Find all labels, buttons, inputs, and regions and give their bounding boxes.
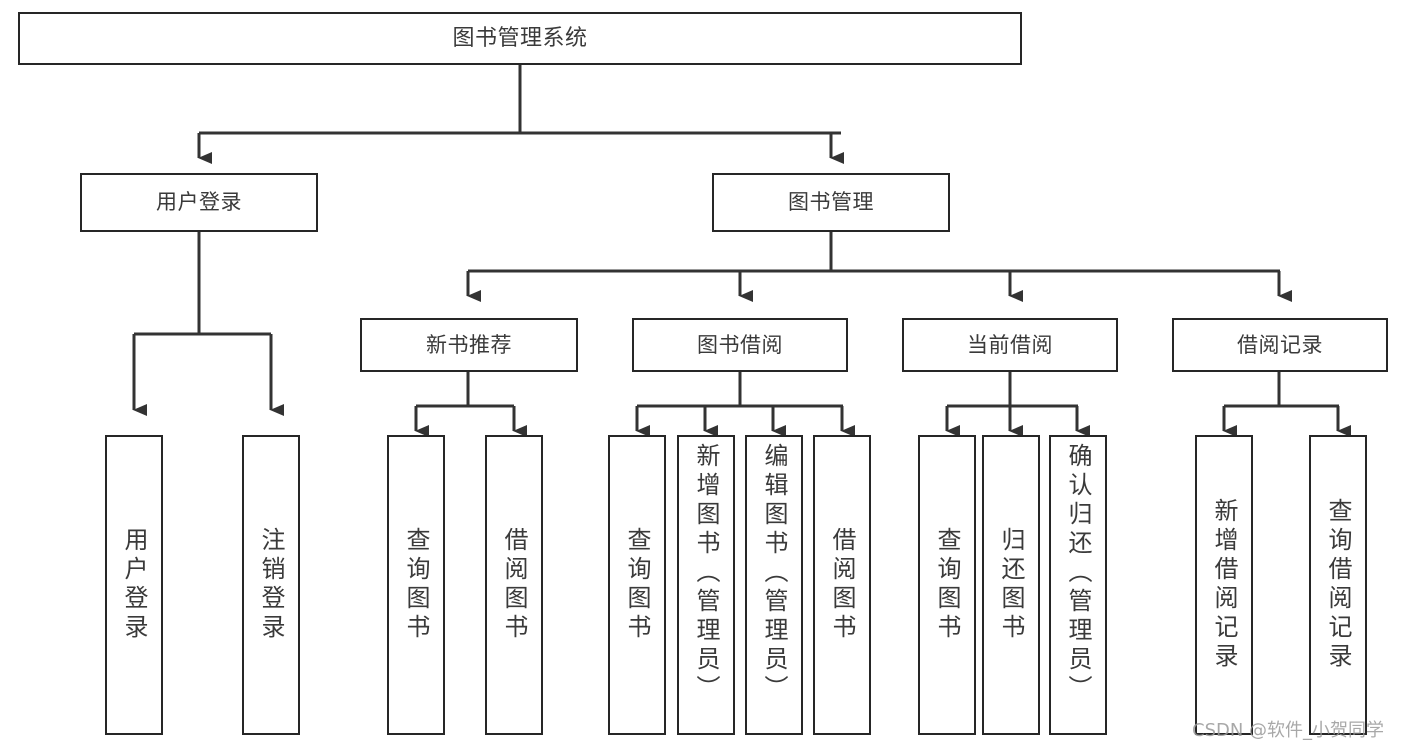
leaf-borrow-add-book[interactable]: 新增图书（管理员） (677, 435, 735, 735)
node-current-borrow[interactable]: 当前借阅 (902, 318, 1118, 372)
node-label: 注销登录 (257, 527, 285, 643)
node-book-management[interactable]: 图书管理 (712, 173, 950, 232)
node-label: 借阅图书 (828, 527, 856, 643)
leaf-user-logout[interactable]: 注销登录 (242, 435, 300, 735)
leaf-current-return-book[interactable]: 归还图书 (982, 435, 1040, 735)
leaf-current-query-book[interactable]: 查询图书 (918, 435, 976, 735)
node-label: 新书推荐 (426, 332, 512, 357)
leaf-recommend-query-book[interactable]: 查询图书 (387, 435, 445, 735)
node-label: 图书借阅 (697, 332, 783, 357)
node-label: 确认归还（管理员） (1064, 443, 1092, 704)
node-label: 新增借阅记录 (1210, 498, 1238, 672)
csdn-watermark: CSDN @软件_小贺同学 (1192, 720, 1385, 741)
node-label: 查询图书 (623, 527, 651, 643)
node-label: 用户登录 (120, 527, 148, 643)
leaf-borrow-query-book[interactable]: 查询图书 (608, 435, 666, 735)
node-borrow-record[interactable]: 借阅记录 (1172, 318, 1388, 372)
leaf-record-query-record[interactable]: 查询借阅记录 (1309, 435, 1367, 735)
node-label: 查询借阅记录 (1324, 498, 1352, 672)
node-root-system[interactable]: 图书管理系统 (18, 12, 1022, 65)
node-label: 查询图书 (402, 527, 430, 643)
leaf-record-add-record[interactable]: 新增借阅记录 (1195, 435, 1253, 735)
leaf-user-login[interactable]: 用户登录 (105, 435, 163, 735)
node-label: 编辑图书（管理员） (760, 443, 788, 704)
leaf-borrow-borrow-book[interactable]: 借阅图书 (813, 435, 871, 735)
leaf-borrow-edit-book[interactable]: 编辑图书（管理员） (745, 435, 803, 735)
node-label: 图书管理 (788, 190, 874, 215)
leaf-recommend-borrow-book[interactable]: 借阅图书 (485, 435, 543, 735)
node-label: 查询图书 (933, 527, 961, 643)
node-label: 新增图书（管理员） (692, 443, 720, 704)
node-label: 归还图书 (997, 527, 1025, 643)
node-label: 用户登录 (156, 190, 242, 215)
node-user-login[interactable]: 用户登录 (80, 173, 318, 232)
node-label: 当前借阅 (967, 332, 1053, 357)
node-book-borrow[interactable]: 图书借阅 (632, 318, 848, 372)
node-label: 图书管理系统 (452, 25, 588, 51)
node-label: 借阅图书 (500, 527, 528, 643)
leaf-current-confirm-return[interactable]: 确认归还（管理员） (1049, 435, 1107, 735)
node-label: 借阅记录 (1237, 332, 1323, 357)
node-new-book-recommend[interactable]: 新书推荐 (360, 318, 578, 372)
